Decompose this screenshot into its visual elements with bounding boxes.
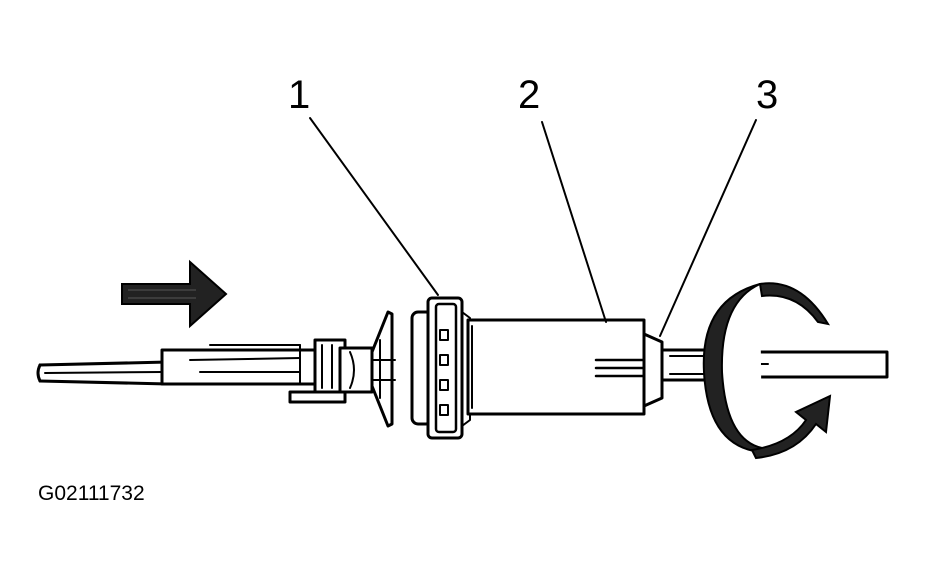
callout-label-1: 1 xyxy=(288,73,310,117)
left-shaft xyxy=(36,338,374,404)
figure-code: G02111732 xyxy=(38,482,145,505)
flared-cone xyxy=(370,310,396,428)
connector-plug xyxy=(642,332,889,408)
cylinder-body xyxy=(466,318,662,416)
right-arrow-icon xyxy=(121,259,228,329)
leader-line-2 xyxy=(541,121,607,323)
leader-line-1 xyxy=(309,117,439,296)
leader-lines xyxy=(309,117,757,337)
callout-label-3: 3 xyxy=(756,73,778,117)
callout-label-2: 2 xyxy=(518,73,540,117)
leader-line-3 xyxy=(659,119,757,337)
locking-ring xyxy=(410,296,471,440)
rotate-arrow-icon xyxy=(702,282,832,460)
